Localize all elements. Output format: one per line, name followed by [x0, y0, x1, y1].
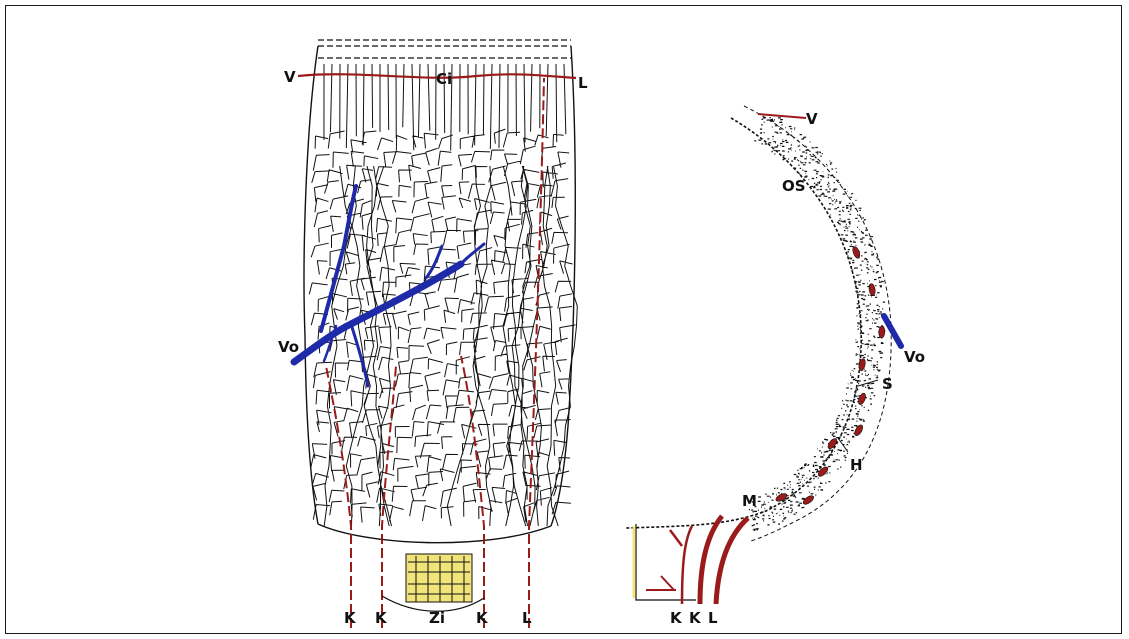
wall-vessel-oval	[868, 283, 876, 296]
wall-vessel-oval	[851, 246, 861, 259]
label-k3: K	[476, 609, 489, 627]
wall-vessel-oval	[858, 358, 867, 371]
right-panel: V OS Vo S H M K K L	[626, 106, 925, 627]
vein-vo-right	[884, 316, 901, 346]
label-l-bottom: L	[522, 609, 532, 627]
label-zi: Zi	[429, 609, 445, 627]
label-v-right: V	[806, 110, 818, 128]
crown-network	[318, 40, 571, 58]
artery-l-right	[716, 518, 748, 604]
wall-stipple	[749, 115, 885, 531]
stump-artery	[646, 576, 676, 590]
artery-k-right-1	[670, 526, 692, 604]
label-ci: Ci	[436, 70, 452, 88]
label-l-top: L	[578, 74, 588, 92]
label-vo: Vo	[278, 338, 299, 356]
label-v: V	[284, 68, 296, 86]
label-k2: K	[375, 609, 388, 627]
capillary-network	[309, 64, 577, 526]
label-k1: K	[344, 609, 357, 627]
label-m: M	[742, 492, 757, 510]
artery-l	[529, 78, 544, 628]
label-os: OS	[782, 177, 806, 195]
label-k-right-1: K	[670, 609, 683, 627]
figure-frame: V Ci L Vo K K Zi K L V OS Vo	[5, 5, 1122, 634]
anatomical-figure: V Ci L Vo K K Zi K L V OS Vo	[6, 6, 1123, 635]
wall-vessel-oval	[878, 326, 885, 338]
label-s: S	[882, 375, 893, 393]
label-h: H	[850, 456, 863, 474]
wall-vessel-oval	[802, 494, 815, 506]
label-k-right-2: K	[689, 609, 702, 627]
label-vo-right: Vo	[904, 348, 925, 366]
artery-k2	[382, 366, 396, 628]
label-l-right: L	[708, 609, 718, 627]
left-panel: V Ci L Vo K K Zi K L	[278, 40, 588, 628]
